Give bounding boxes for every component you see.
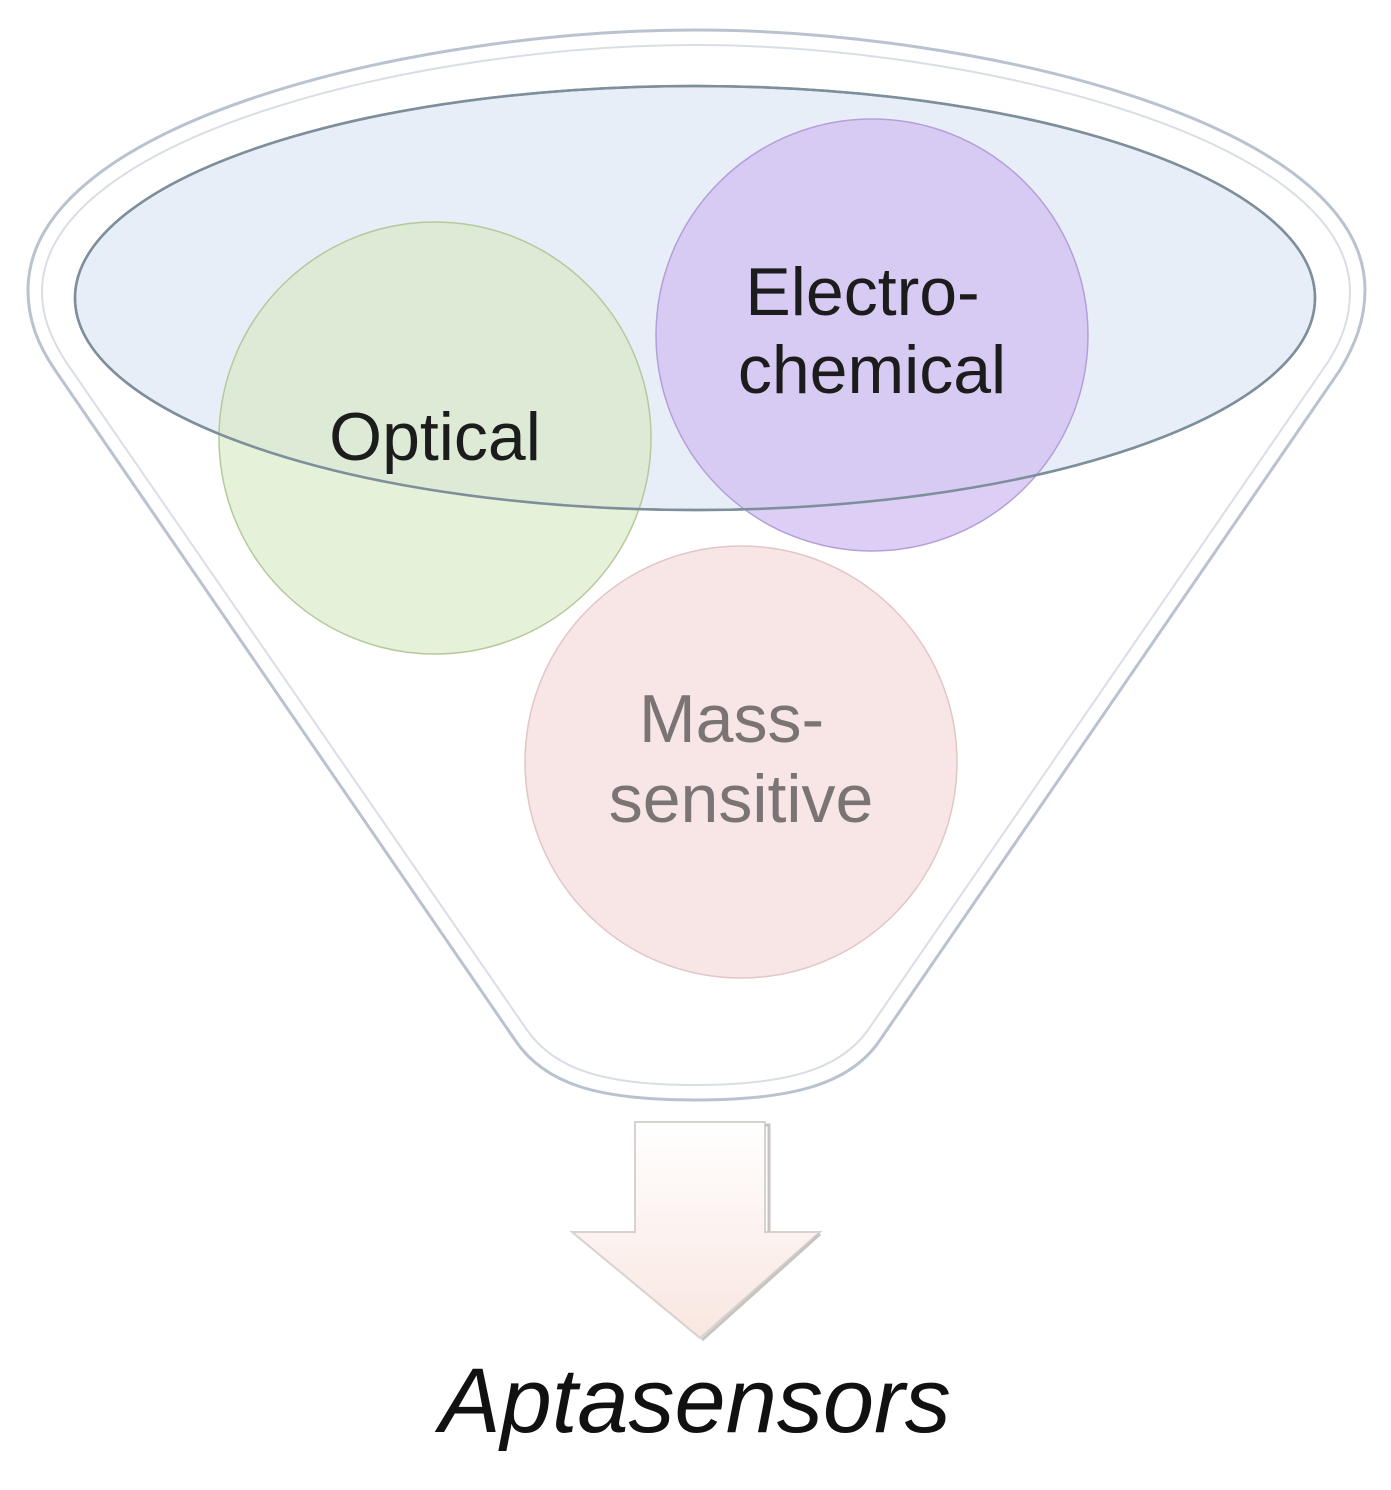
output-label: Aptasensors — [434, 1350, 950, 1452]
optical-label: Optical — [329, 399, 541, 475]
funnel-inner-outline — [40, 43, 1352, 1087]
electrochemical-label: Electro- chemical — [738, 254, 1006, 408]
down-arrow-shadow — [700, 1123, 822, 1342]
funnel-mouth-rim — [73, 84, 1317, 512]
mass-sensitive-label-line-1: Mass- — [639, 681, 824, 757]
electrochemical-circle — [655, 118, 1089, 552]
optical-circle — [218, 221, 652, 655]
mass-sensitive-label: Mass- sensitive — [609, 681, 874, 837]
electrochemical-label-line-2: chemical — [738, 332, 1006, 408]
mass-sensitive-label-line-2: sensitive — [609, 761, 874, 837]
electrochemical-label-line-1: Electro- — [745, 254, 979, 330]
down-arrow — [569, 1121, 823, 1340]
mass-sensitive-circle — [524, 545, 958, 979]
